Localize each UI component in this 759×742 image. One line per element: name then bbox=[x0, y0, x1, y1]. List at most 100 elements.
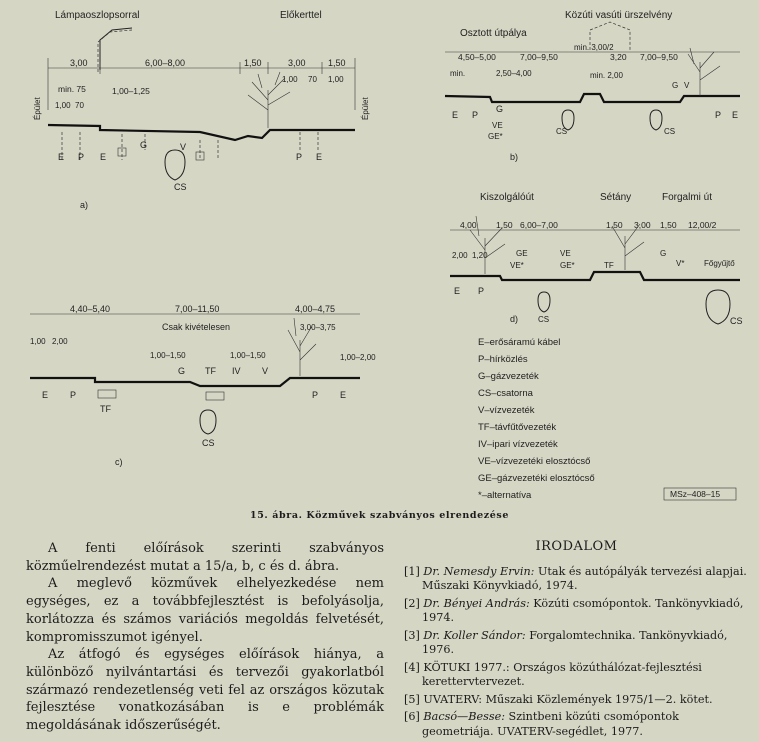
panel-b-dim-mid-6: min. 2,00 bbox=[590, 71, 623, 80]
panel-b-code-3: G bbox=[496, 104, 503, 114]
panel-c-dim-mid-14: 1,00–2,00 bbox=[340, 353, 376, 362]
panel-d-title-3: Forgalmi út bbox=[662, 192, 712, 203]
panel-d-code-7: V* bbox=[676, 259, 684, 268]
panel-a-code-e1: E bbox=[58, 152, 64, 162]
legend-item: GE–gázvezetéki elosztócső bbox=[478, 473, 595, 484]
panel-a-dim-4: 3,00 bbox=[288, 58, 306, 68]
standard-label: MSz–408–15 bbox=[670, 489, 720, 499]
panel-d-code-8: E bbox=[454, 286, 460, 296]
reference-number: [5] bbox=[404, 692, 420, 706]
reference-text: Forgalomtechnika. Tankönyvkiadó, 1976. bbox=[422, 628, 728, 657]
references-heading: IRODALOM bbox=[535, 539, 618, 554]
panel-c-code-6: IV bbox=[232, 366, 241, 376]
reference-item: [4] KÖTUKI 1977.: Országos közúthálózat-… bbox=[404, 661, 749, 690]
panel-a-dim-mid-5: 70 bbox=[308, 75, 317, 84]
panel-a-dim-1: 3,00 bbox=[70, 58, 88, 68]
panel-d-code-2: VE* bbox=[510, 261, 524, 270]
panel-c-dim-mid-2: 2,00 bbox=[52, 337, 68, 346]
panel-b-dim-mid-2: 2,50–4,00 bbox=[496, 69, 532, 78]
panel-c-dim-2: 7,00–11,50 bbox=[175, 304, 219, 314]
panel-c-dim-mid-12: 3,00–3,75 bbox=[300, 323, 336, 332]
panel-b: Közúti vasúti ürszelvény Osztott útpálya… bbox=[444, 10, 740, 162]
panel-c-dim-1: 4,40–5,40 bbox=[70, 304, 110, 314]
figure-caption: 15. ábra. Közművek szabványos elrendezés… bbox=[250, 510, 509, 521]
reference-number: [1] bbox=[404, 564, 420, 578]
panel-d-title-1: Kiszolgálóút bbox=[480, 192, 534, 203]
panel-a-dim-2: 6,00–8,00 bbox=[145, 58, 185, 68]
panel-b-code-11: E bbox=[732, 110, 738, 120]
panel-d-code-5: TF bbox=[604, 261, 614, 270]
panel-c-code-7: V bbox=[262, 366, 268, 376]
panel-b-dim-3: min. 3,00/2 bbox=[574, 43, 614, 52]
panel-a-dim-mid-3: 1,00 bbox=[282, 75, 298, 84]
panel-d-dim-5: 3,00 bbox=[634, 220, 651, 230]
reference-item: [5] UVATERV: Műszaki Közlemények 1975/1—… bbox=[404, 693, 749, 708]
reference-list: [1] Dr. Nemesdy Ervin: Utak és autópályá… bbox=[404, 565, 749, 740]
legend-item: VE–vízvezetéki elosztócső bbox=[478, 456, 590, 467]
reference-number: [6] bbox=[404, 710, 420, 723]
panel-a-label: a) bbox=[80, 200, 88, 210]
reference-item: [2] Dr. Bényei András: Közúti csomóponto… bbox=[404, 597, 749, 626]
legend-item: V–vízvezeték bbox=[478, 405, 535, 416]
panel-c: 4,40–5,40 7,00–11,50 4,00–4,75 Csak kivé… bbox=[30, 304, 376, 467]
body-text: A fenti előírások szerinti szabványos kö… bbox=[26, 540, 384, 735]
legend-item: TF–távfűtővezeték bbox=[478, 422, 556, 433]
panel-a-title-left: Lámpaoszlopsorral bbox=[55, 10, 140, 21]
reference-number: [4] bbox=[404, 660, 420, 674]
panel-b-code-1: E bbox=[452, 110, 458, 120]
paragraph: A meglevő közművek elhelyezkedése nem eg… bbox=[26, 576, 384, 645]
panel-b-dim-5: 7,00–9,50 bbox=[640, 52, 678, 62]
reference-number: [2] bbox=[404, 596, 420, 610]
panel-b-code-9: CS bbox=[664, 127, 675, 136]
legend-item: E–erősáramú kábel bbox=[478, 337, 560, 348]
panel-d-dim-mid-1: 2,00 bbox=[452, 251, 468, 260]
legend-item: G–gázvezeték bbox=[478, 371, 539, 382]
panel-d-dim-2: 1,50 bbox=[496, 220, 513, 230]
reference-number: [3] bbox=[404, 628, 420, 642]
panel-b-title: Közúti vasúti ürszelvény bbox=[565, 10, 672, 21]
panel-b-dim-2: 7,00–9,50 bbox=[520, 52, 558, 62]
panel-d-right-label: Főgyűjtő bbox=[704, 259, 735, 268]
panel-d-code-9: P bbox=[478, 286, 484, 296]
panel-d-dim-3: 6,00–7,00 bbox=[520, 220, 558, 230]
panel-d-dim-mid-2: 1,20 bbox=[472, 251, 488, 260]
panel-b-dim-4: 3,20 bbox=[610, 52, 627, 62]
panel-c-dim-3: 4,00–4,75 bbox=[295, 304, 335, 314]
panel-a-dim-low-2: 70 bbox=[75, 101, 84, 110]
reference-author: Dr. Bényei András: bbox=[423, 596, 530, 610]
panel-a-side-right: Épület bbox=[361, 97, 370, 120]
panel-a-dim-3: 1,50 bbox=[244, 58, 262, 68]
reference-item: [6] Bacsó—Besse: Szintbeni közúti csomóp… bbox=[404, 710, 749, 739]
reference-item: [3] Dr. Koller Sándor: Forgalomtechnika.… bbox=[404, 629, 749, 658]
panel-d-code-6: G bbox=[660, 249, 666, 258]
panel-d-dim-7: 12,00/2 bbox=[688, 220, 717, 230]
panel-b-code-6: CS bbox=[556, 127, 567, 136]
panel-b-code-2: P bbox=[472, 110, 478, 120]
panel-c-code-2: P bbox=[70, 390, 76, 400]
legend: E–erősáramú kábel P–hírközlés G–gázvezet… bbox=[478, 337, 595, 501]
panel-a-code-e2: E bbox=[100, 152, 106, 162]
panel-b-code-7: G bbox=[672, 81, 678, 90]
panel-c-code-10: E bbox=[340, 390, 346, 400]
panel-b-subtitle: Osztott útpálya bbox=[460, 28, 527, 39]
panel-b-code-10: P bbox=[715, 110, 721, 120]
panel-d-code-11: CS bbox=[730, 316, 743, 326]
paragraph: Az átfogó és egységes előírások hiánya, … bbox=[26, 647, 384, 734]
panel-c-code-1: E bbox=[42, 390, 48, 400]
panel-b-code-5: GE* bbox=[488, 132, 503, 141]
references: IRODALOM [1] Dr. Nemesdy Ervin: Utak és … bbox=[404, 539, 749, 742]
panel-d-dim-4: 1,50 bbox=[606, 220, 623, 230]
figure-drawing: Lámpaoszlopsorral Előkerttel 3,00 6,00–8… bbox=[30, 10, 743, 501]
panel-d: Kiszolgálóút Sétány Forgalmi út 4,00 1,5… bbox=[450, 192, 743, 326]
panel-a-dim-mid-2: 1,00–1,25 bbox=[112, 86, 150, 96]
panel-c-note: Csak kivételesen bbox=[162, 322, 230, 332]
panel-d-code-1: GE bbox=[516, 249, 528, 258]
panel-c-code-9: P bbox=[312, 390, 318, 400]
panel-a-dim-mid-1: min. 75 bbox=[58, 84, 86, 94]
panel-a-title-right: Előkerttel bbox=[280, 10, 322, 21]
reference-author: Bacsó—Besse: bbox=[423, 710, 505, 723]
panel-d-title-2: Sétány bbox=[600, 192, 631, 203]
reference-item: [1] Dr. Nemesdy Ervin: Utak és autópályá… bbox=[404, 565, 749, 594]
panel-b-dim-1: 4,50–5,00 bbox=[458, 52, 496, 62]
legend-item: CS–csatorna bbox=[478, 388, 534, 399]
